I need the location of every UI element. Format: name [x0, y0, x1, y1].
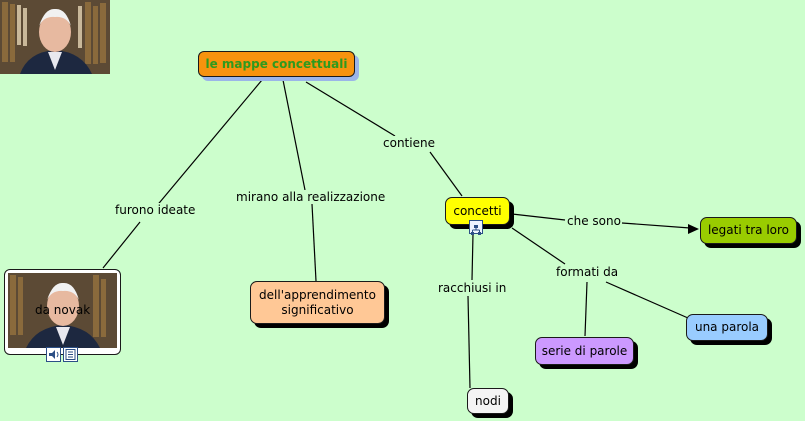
concept-apprendimento[interactable]: dell'apprendimento significativo: [250, 281, 385, 324]
novak-node-photo: [8, 273, 117, 348]
concept-nodi-label: nodi: [475, 393, 501, 408]
concept-concetti[interactable]: concetti: [445, 197, 510, 225]
concept-nodi[interactable]: nodi: [467, 388, 509, 414]
link-label-che-sono: che sono: [566, 214, 622, 228]
concept-una-parola-label: una parola: [694, 320, 760, 334]
concept-legati-label: legati tra loro: [707, 223, 790, 237]
concept-serie-label: serie di parole: [541, 343, 628, 358]
concept-novak-label: da novak: [35, 303, 91, 317]
concept-concetti-label: concetti: [453, 203, 502, 218]
submap-icon[interactable]: [469, 220, 483, 235]
link-label-racchiusi: racchiusi in: [437, 281, 508, 295]
speaker-icon[interactable]: [46, 347, 61, 362]
concept-una-parola[interactable]: una parola: [686, 314, 768, 341]
line-root-furono: [154, 79, 263, 209]
line-root-mirano: [282, 79, 306, 191]
link-label-furono: furono ideate: [114, 203, 197, 217]
line-formati-serie: [584, 281, 588, 337]
concept-serie[interactable]: serie di parole: [535, 337, 634, 365]
line-concetti-chesono: [511, 213, 566, 221]
portrait-image: [0, 0, 110, 74]
line-concetti-racchiusi: [471, 233, 474, 281]
concept-root[interactable]: le mappe concettuali: [198, 51, 355, 77]
line-chesono-legati: [621, 222, 691, 229]
line-concetti-formati: [511, 227, 566, 265]
line-racchiusi-nodi: [467, 295, 471, 389]
line-furono-novak: [102, 221, 141, 269]
line-contiene-concetti: [429, 151, 463, 197]
line-root-contiene: [305, 81, 396, 137]
arrowhead-icon: [688, 224, 699, 234]
line-mirano-apprendimento: [311, 203, 317, 282]
document-icon[interactable]: [63, 347, 78, 362]
concept-legati[interactable]: legati tra loro: [700, 217, 797, 244]
concept-novak[interactable]: da novak: [4, 269, 121, 362]
link-label-mirano: mirano alla realizzazione: [235, 190, 387, 204]
portrait-image: [8, 273, 117, 348]
concept-apprendimento-label: dell'apprendimento significativo: [259, 287, 376, 317]
link-label-contiene: contiene: [382, 136, 436, 150]
line-formati-unaparola: [605, 281, 689, 319]
novak-portrait-photo: [0, 0, 110, 74]
link-label-formati: formati da: [555, 265, 620, 279]
concept-root-label: le mappe concettuali: [205, 56, 348, 71]
